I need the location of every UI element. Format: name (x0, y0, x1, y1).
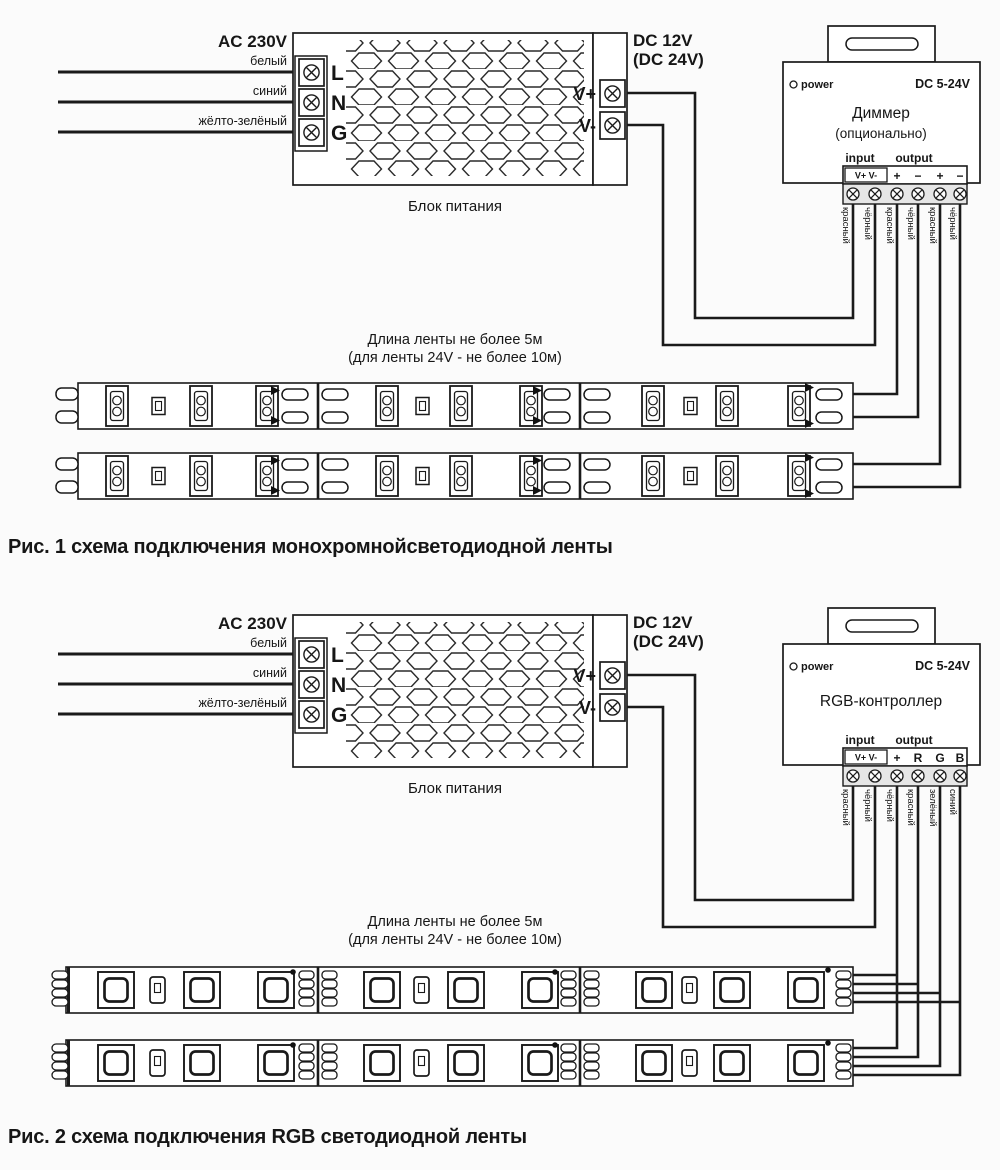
psu-vminus-label: V- (579, 116, 596, 136)
wire-yellow-green-label: жёлто-зелёный (198, 696, 287, 710)
wire-color-label: синий (947, 789, 958, 815)
psu-vplus-label: V+ (573, 84, 596, 104)
wire-controller-g-trunk (845, 786, 942, 1068)
dimmer-title: Диммер (852, 105, 910, 122)
wire-dimmer-to-strip1-plus (843, 204, 899, 396)
wire-color-label: чёрный (862, 207, 873, 240)
wire-psu-vminus-to-dimmer (627, 123, 877, 347)
psu-terminal-g: G (331, 704, 347, 727)
strip-note-figure1: Длина ленты не более 5м (для ленты 24V -… (348, 332, 562, 366)
wire-color-labels-figure2: красный чёрный чёрный красный зелёный си… (840, 789, 958, 826)
dc-output-label-1: DC 12V (633, 31, 693, 50)
wire-controller-b-trunk (845, 786, 962, 1077)
rgb-strip-2 (52, 1040, 853, 1086)
wire-color-label: красный (840, 207, 851, 244)
strip-note-figure2: Длина ленты не более 5м (для ленты 24V -… (348, 914, 562, 948)
wire-color-label: зелёный (927, 789, 938, 826)
ac-input-wires: AC 230V белый синий жёлто-зелёный (58, 614, 300, 716)
figure1: AC 230V белый синий жёлто-зелёный L N G … (8, 26, 980, 558)
wire-yellow-green-label: жёлто-зелёный (198, 114, 287, 128)
dc-range-label: DC 5-24V (915, 659, 971, 673)
output-terminal-4: − (956, 169, 963, 183)
wire-controller-plus-trunk (845, 786, 899, 1050)
input-label: input (845, 151, 874, 165)
wire-psu-vplus-to-dimmer (627, 91, 855, 320)
output-terminal-1: + (893, 169, 900, 183)
output-terminal-1: + (893, 751, 900, 765)
wire-controller-r-trunk (845, 786, 920, 1059)
wire-color-label: чёрный (862, 789, 873, 822)
ac-voltage-label: AC 230V (218, 614, 288, 633)
strip-note-line2: (для ленты 24V - не более 10м) (348, 350, 562, 366)
dc-output-label-2: (DC 24V) (633, 50, 704, 69)
power-led-label: power (801, 661, 834, 673)
wires-figure1 (627, 91, 962, 489)
output-label: output (895, 151, 932, 165)
wire-color-label: красный (840, 789, 851, 826)
output-label: output (895, 733, 932, 747)
psu-vplus-label: V+ (573, 666, 596, 686)
psu-caption: Блок питания (408, 198, 502, 215)
figure1-caption: Рис. 1 схема подключения монохромнойсвет… (8, 536, 613, 558)
wire-color-label: чёрный (947, 207, 958, 240)
wire-dimmer-to-strip1-minus (843, 204, 920, 419)
dimmer-subtitle: (опционально) (835, 126, 926, 141)
psu-terminal-n: N (331, 674, 346, 697)
output-terminal-4: B (956, 751, 965, 765)
ac-voltage-label: AC 230V (218, 32, 288, 51)
input-label: input (845, 733, 874, 747)
output-terminal-2: − (914, 169, 921, 183)
wire-dimmer-to-strip2-minus (843, 204, 962, 489)
mono-strip-2 (56, 453, 853, 499)
mono-strip-1 (56, 383, 853, 429)
psu-terminal-n: N (331, 92, 346, 115)
wire-blue-label: синий (253, 666, 287, 680)
ac-input-wires: AC 230V белый синий жёлто-зелёный (58, 32, 300, 134)
psu-vminus-label: V- (579, 698, 596, 718)
psu-terminal-l: L (331, 62, 344, 85)
output-terminal-2: R (914, 751, 923, 765)
strip-note-line2: (для ленты 24V - не более 10м) (348, 932, 562, 948)
wire-white-label: белый (250, 54, 287, 68)
wire-white-label: белый (250, 636, 287, 650)
wire-color-label: красный (884, 207, 895, 244)
figure2-caption: Рис. 2 схема подключения RGB светодиодно… (8, 1126, 527, 1148)
rgb-controller-unit: power DC 5-24V RGB-контроллер input outp… (783, 608, 980, 786)
wire-psu-vplus-to-controller (627, 673, 855, 902)
input-terminals-label: V+ V- (855, 171, 877, 181)
wire-blue-label: синий (253, 84, 287, 98)
output-terminal-3: + (936, 169, 943, 183)
dc-range-label: DC 5-24V (915, 77, 971, 91)
output-terminal-3: G (935, 751, 944, 765)
input-terminals-label: V+ V- (855, 753, 877, 763)
wire-color-label: чёрный (905, 207, 916, 240)
strip-note-line1: Длина ленты не более 5м (368, 332, 543, 348)
psu-unit: L N G V+ V- Блок питания DC 12V (DC 24V) (293, 613, 704, 797)
dimmer-unit: power DC 5-24V Диммер (опционально) inpu… (783, 26, 980, 204)
psu-terminal-l: L (331, 644, 344, 667)
wire-color-label: красный (905, 789, 916, 826)
figure2: AC 230V белый синий жёлто-зелёный L N G … (8, 608, 980, 1148)
wire-psu-vminus-to-controller (627, 705, 877, 929)
psu-unit: L N G V+ V- Блок питания DC 12V (DC 24V) (293, 31, 704, 215)
psu-terminal-g: G (331, 122, 347, 145)
wire-dimmer-to-strip2-plus (843, 204, 942, 466)
rgb-controller-title: RGB-контроллер (820, 693, 942, 710)
wire-color-labels-figure1: красный чёрный красный чёрный красный чё… (840, 207, 958, 244)
wire-color-label: красный (927, 207, 938, 244)
wire-color-label: чёрный (884, 789, 895, 822)
rgb-strip-1 (52, 967, 853, 1013)
strip-note-line1: Длина ленты не более 5м (368, 914, 543, 930)
dc-output-label-2: (DC 24V) (633, 632, 704, 651)
psu-caption: Блок питания (408, 780, 502, 797)
dc-output-label-1: DC 12V (633, 613, 693, 632)
power-led-label: power (801, 79, 834, 91)
